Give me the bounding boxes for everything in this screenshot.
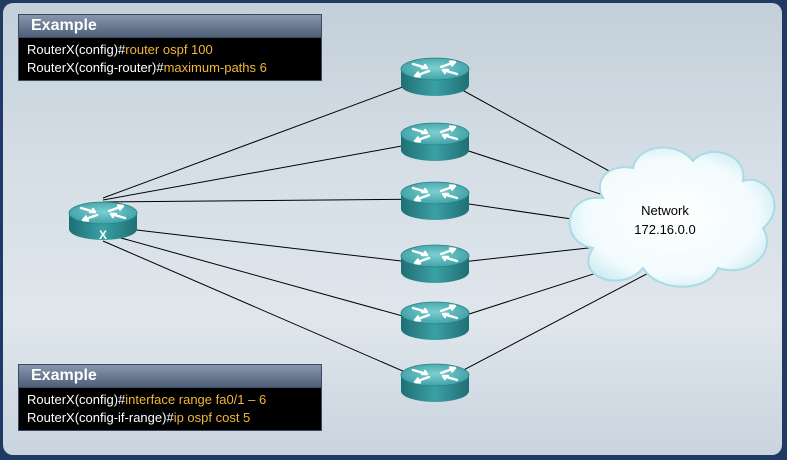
- code-prompt: RouterX(config)#: [27, 392, 126, 407]
- slide-background: Network 172.16.0.0 X Example RouterX(con…: [3, 3, 782, 455]
- router-x: X: [67, 200, 139, 242]
- router-1: [399, 56, 471, 98]
- router-x-label: X: [99, 228, 107, 242]
- example-title-top: Example: [18, 14, 322, 38]
- example-box-top: Example RouterX(config)#router ospf 100 …: [18, 14, 322, 81]
- link-x-r1: [102, 74, 436, 199]
- link-x-r4: [102, 225, 436, 266]
- code-command: maximum-paths 6: [163, 60, 267, 75]
- code-line: RouterX(config)#interface range fa0/1 – …: [27, 391, 313, 409]
- router-2: [399, 121, 471, 163]
- code-command: ip ospf cost 5: [173, 410, 251, 425]
- code-line: RouterX(config)#router ospf 100: [27, 41, 313, 59]
- code-prompt: RouterX(config)#: [27, 42, 126, 57]
- link-x-r6: [102, 240, 436, 386]
- example-box-bottom: Example RouterX(config)#interface range …: [18, 364, 322, 431]
- link-x-r2: [102, 139, 436, 201]
- example-title-bottom: Example: [18, 364, 322, 388]
- router-3: [399, 180, 471, 222]
- links-x: [102, 74, 436, 386]
- code-line: RouterX(config-router)#maximum-paths 6: [27, 59, 313, 77]
- link-x-r3: [102, 198, 436, 203]
- network-label: Network: [641, 203, 689, 218]
- link-r6-cloud: [434, 267, 659, 386]
- router-5: [399, 300, 471, 342]
- example-code-bottom: RouterX(config)#interface range fa0/1 – …: [18, 388, 322, 431]
- code-prompt: RouterX(config-router)#: [27, 60, 164, 75]
- topology-diagram: Network 172.16.0.0 X: [67, 56, 776, 404]
- code-prompt: RouterX(config-if-range)#: [27, 410, 174, 425]
- example-code-top: RouterX(config)#router ospf 100 RouterX(…: [18, 38, 322, 81]
- router-4: [399, 243, 471, 285]
- router-6: [399, 362, 471, 404]
- code-command: router ospf 100: [125, 42, 213, 57]
- code-command: interface range fa0/1 – 6: [125, 392, 267, 407]
- network-address: 172.16.0.0: [634, 222, 695, 237]
- network-cloud: Network 172.16.0.0: [568, 146, 776, 288]
- link-x-r5: [102, 232, 436, 326]
- code-line: RouterX(config-if-range)#ip ospf cost 5: [27, 409, 313, 427]
